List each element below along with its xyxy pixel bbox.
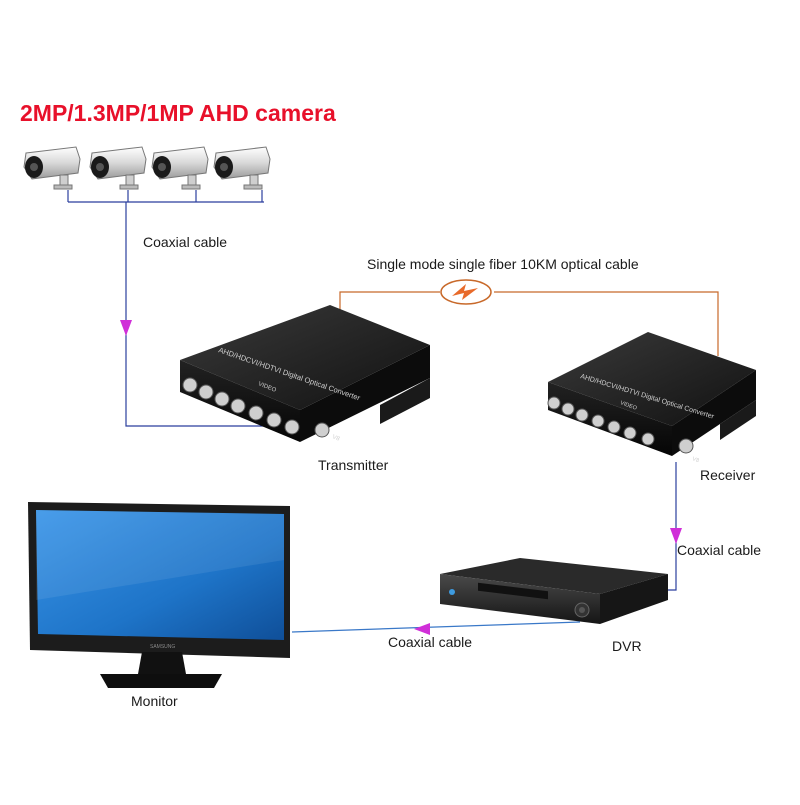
arrow-down-icon xyxy=(670,528,682,544)
monitor-label: Monitor xyxy=(131,693,178,709)
ahd-camera-icon xyxy=(151,146,209,190)
monitor-device: SAMSUNG xyxy=(28,502,290,688)
dvr-front-panel xyxy=(449,582,590,618)
fiber-cable-label: Single mode single fiber 10KM optical ca… xyxy=(367,256,639,272)
transmitter-label: Transmitter xyxy=(318,457,389,473)
arrow-left-icon xyxy=(414,623,430,635)
receiver-device: AHD/HDCVI/HDTVI Digital Optical Converte… xyxy=(547,332,756,464)
coax-cable-label-monitor: Coaxial cable xyxy=(388,634,473,650)
diagram-title: 2MP/1.3MP/1MP AHD camera xyxy=(20,100,336,126)
transmitter-device: AHD/HDCVI/HDTVI Digital Optical Converte… xyxy=(180,305,430,443)
v8-port-text: V8 xyxy=(331,434,341,443)
coax-cable-receiver-dvr xyxy=(656,462,677,591)
monitor-brand-text: SAMSUNG xyxy=(150,644,175,650)
v8-port-text: V8 xyxy=(691,456,699,464)
ahd-camera-icon xyxy=(23,146,81,190)
coax-cable-dvr-monitor xyxy=(291,621,581,633)
video-port-text: VIDEO xyxy=(619,400,638,412)
ahd-camera-icon xyxy=(89,146,147,190)
coax-cable-cameras xyxy=(67,190,316,427)
fiber-link-icon xyxy=(440,279,492,305)
arrow-down-icon xyxy=(120,320,132,336)
bnc-ports xyxy=(547,396,694,454)
dvr-label: DVR xyxy=(612,638,642,654)
coax-cable-label-cameras: Coaxial cable xyxy=(143,234,228,250)
bnc-ports xyxy=(182,377,330,438)
receiver-label: Receiver xyxy=(700,467,756,483)
dvr-device xyxy=(440,558,668,624)
coax-cable-label-receiver: Coaxial cable xyxy=(677,542,762,558)
ahd-camera-icon xyxy=(213,146,271,190)
camera-group xyxy=(23,146,271,190)
